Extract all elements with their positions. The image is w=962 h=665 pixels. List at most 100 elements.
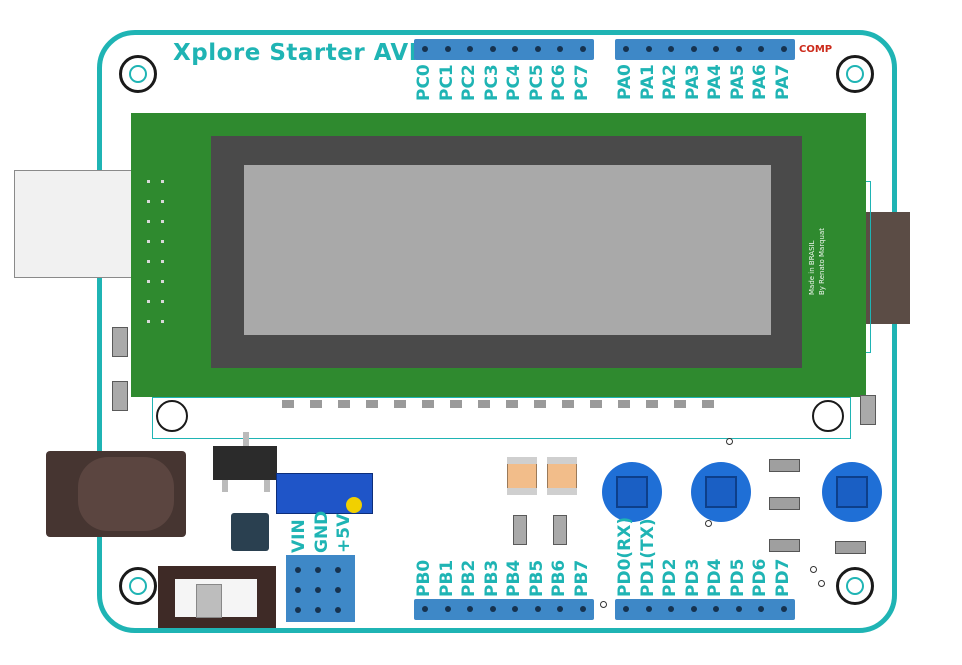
capacitor: [507, 457, 537, 495]
push-button-2[interactable]: [691, 462, 751, 522]
pin-label-pd7: PD7: [772, 558, 793, 597]
smd-part: [112, 327, 128, 357]
pin-label-pc4: PC4: [504, 64, 524, 101]
lcd-pin: [366, 400, 378, 408]
lcd-pin-dot: [147, 180, 150, 183]
smd-resistor: [513, 515, 527, 545]
pin-label-pb0: PB0: [414, 559, 434, 597]
lcd-pin-dot: [161, 280, 164, 283]
smd-part: [112, 381, 128, 411]
potentiometer-screw[interactable]: [346, 497, 362, 513]
header-pin[interactable]: [579, 46, 586, 52]
header-pin[interactable]: [758, 606, 764, 612]
header-pin[interactable]: [690, 606, 697, 612]
power-pin[interactable]: [295, 587, 301, 593]
lcd-pin: [422, 400, 434, 408]
pin-label-pa6: PA6: [750, 64, 770, 100]
pin-label-pb1: PB1: [436, 559, 457, 597]
header-pin[interactable]: [512, 606, 518, 612]
pin-label-pc3: PC3: [481, 64, 502, 101]
pin-label-pd5: PD5: [727, 558, 748, 597]
lcd-pin-dots: [147, 180, 167, 330]
header-pin[interactable]: [645, 606, 652, 612]
lcd-pin: [310, 400, 322, 408]
pin-label-pa3: PA3: [682, 64, 703, 100]
mount-hole-top-right: [836, 55, 874, 93]
header-pin[interactable]: [467, 46, 473, 52]
header-pin[interactable]: [422, 46, 428, 52]
header-pin[interactable]: [758, 46, 764, 52]
power-pin[interactable]: [335, 607, 341, 613]
pin-label-pb6: PB6: [549, 559, 569, 597]
smd-resistor: [769, 497, 800, 510]
port-a-header[interactable]: [615, 39, 795, 60]
pin-label-pa0: PA0: [615, 64, 635, 100]
lcd-pin-dot: [161, 300, 164, 303]
pin-label-pc6: PC6: [549, 64, 569, 101]
lcd-pin-dot: [161, 220, 164, 223]
header-pin[interactable]: [489, 606, 496, 612]
pin-label-pd4: PD4: [705, 558, 725, 597]
lcd-pin: [674, 400, 686, 408]
power-pin[interactable]: [315, 607, 321, 613]
power-pin[interactable]: [315, 567, 321, 573]
header-pin[interactable]: [623, 46, 629, 52]
header-pin[interactable]: [579, 606, 586, 612]
header-pin[interactable]: [444, 46, 451, 52]
lcd-pin: [646, 400, 658, 408]
header-pin[interactable]: [623, 606, 629, 612]
pin-label-pa1: PA1: [637, 64, 658, 100]
lcd-pin-strip: [282, 400, 722, 410]
pin-label-pc7: PC7: [571, 64, 592, 101]
header-pin[interactable]: [534, 606, 541, 612]
header-pin[interactable]: [512, 46, 518, 52]
push-button-3[interactable]: [822, 462, 882, 522]
lcd-pin-dot: [161, 260, 164, 263]
power-pin[interactable]: [335, 587, 341, 593]
port-b-header[interactable]: [414, 599, 594, 620]
lcd-pin-dot: [147, 300, 150, 303]
smd-resistor: [835, 541, 866, 554]
pin-label-pa5: PA5: [727, 64, 748, 100]
pin-label-5v: +5V: [334, 513, 354, 553]
dc-jack-barrel: [78, 457, 174, 531]
header-pin[interactable]: [557, 46, 563, 52]
pin-label-pa2: PA2: [660, 64, 680, 100]
header-pin[interactable]: [489, 46, 496, 52]
header-pin[interactable]: [780, 46, 787, 52]
usb-connector: [14, 170, 134, 278]
header-pin[interactable]: [467, 606, 473, 612]
power-pin[interactable]: [335, 567, 341, 573]
header-pin[interactable]: [713, 606, 719, 612]
via: [810, 566, 817, 573]
header-pin[interactable]: [735, 606, 742, 612]
port-c-header[interactable]: [414, 39, 594, 60]
header-pin[interactable]: [444, 606, 451, 612]
power-pin[interactable]: [295, 607, 301, 613]
smd-resistor: [553, 515, 567, 545]
smd-resistor: [769, 539, 800, 552]
lcd-pin-dot: [161, 180, 164, 183]
port-d-header[interactable]: [615, 599, 795, 620]
voltage-regulator: [213, 446, 277, 480]
pin-label-pb5: PB5: [526, 559, 547, 597]
regulator-leg: [222, 480, 228, 492]
header-pin[interactable]: [735, 46, 742, 52]
power-switch-knob[interactable]: [196, 584, 222, 618]
header-pin[interactable]: [668, 46, 674, 52]
push-button-1[interactable]: [602, 462, 662, 522]
header-pin[interactable]: [645, 46, 652, 52]
header-pin[interactable]: [713, 46, 719, 52]
pin-label-vin: VIN: [289, 519, 309, 553]
lcd-pin: [506, 400, 518, 408]
regulator-tab: [243, 432, 249, 446]
header-pin[interactable]: [422, 606, 428, 612]
header-pin[interactable]: [690, 46, 697, 52]
header-pin[interactable]: [534, 46, 541, 52]
header-pin[interactable]: [668, 606, 674, 612]
pin-label-pc5: PC5: [526, 64, 547, 101]
power-pin[interactable]: [295, 567, 301, 573]
power-pin[interactable]: [315, 587, 321, 593]
header-pin[interactable]: [557, 606, 563, 612]
header-pin[interactable]: [780, 606, 787, 612]
